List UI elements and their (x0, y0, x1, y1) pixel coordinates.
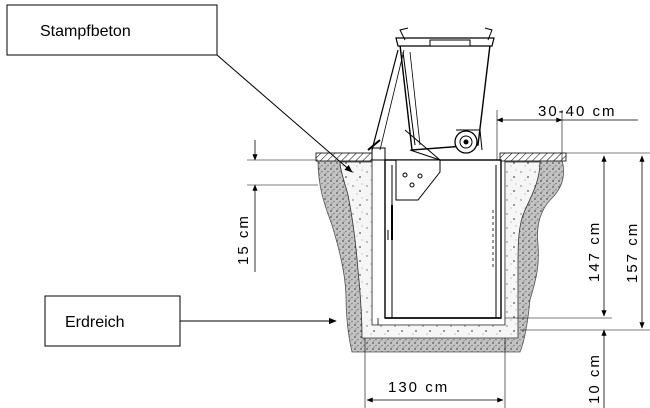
ground-left-hatch (315, 152, 373, 162)
concrete-lining (339, 161, 541, 339)
dim-width-label: 130 cm (388, 379, 449, 396)
dim-floor-thickness-label: 10 cm (586, 353, 603, 404)
dim-side-gap-label: 30-40 cm (538, 103, 617, 120)
stampfbeton-leader (216, 54, 353, 173)
waste-bin (395, 27, 495, 154)
dim-inner-depth-label: 147 cm (586, 221, 603, 282)
erdreich-label-box (44, 295, 181, 347)
stampfbeton-label-box (6, 4, 218, 56)
ground-right-hatch (499, 152, 567, 162)
lid (371, 147, 386, 161)
dim-total-depth-label: 157 cm (624, 222, 641, 283)
erdreich-label: Erdreich (65, 314, 125, 331)
stampfbeton-label: Stampfbeton (40, 23, 131, 40)
dim-concrete-depth-label: 15 cm (235, 214, 252, 265)
